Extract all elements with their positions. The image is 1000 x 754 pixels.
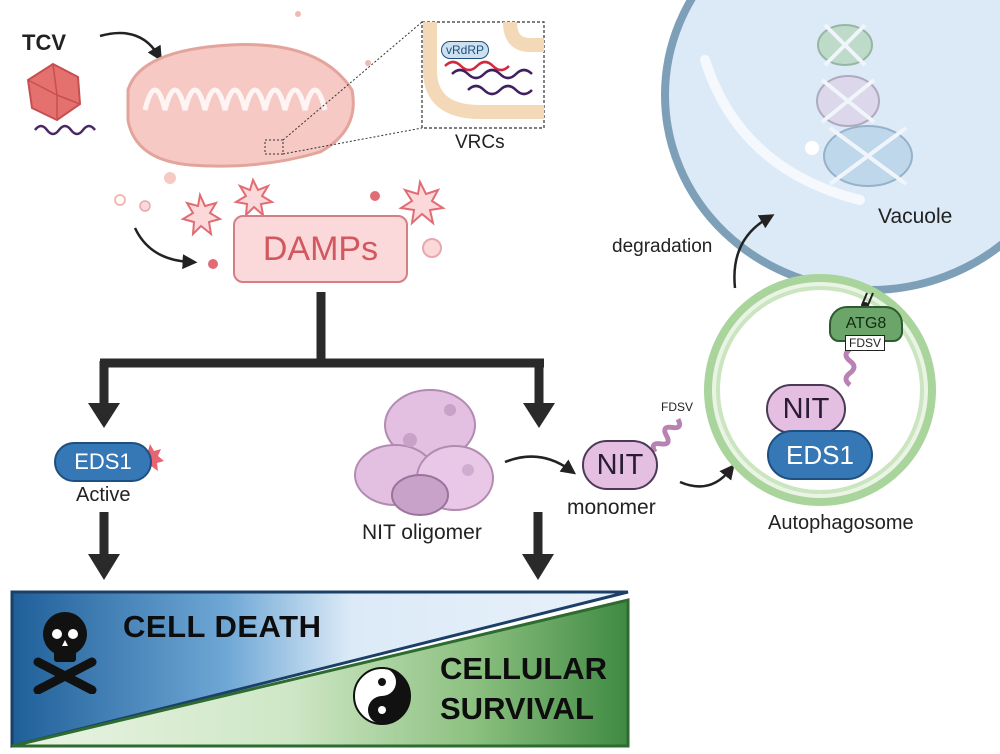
nit-oligomer-label: NIT oligomer <box>362 521 482 544</box>
damp-arrow <box>133 227 198 270</box>
cellular-survival-line1: CELLULAR <box>440 651 608 686</box>
tcv-arrow <box>99 31 162 62</box>
damp-particles <box>139 177 446 269</box>
mitochondrion-icon <box>114 11 371 206</box>
fdsv-bound-label: FDSV <box>845 335 886 351</box>
eds1-cargo-protein: EDS1 <box>767 430 873 480</box>
yin-yang-icon <box>353 667 411 725</box>
vacuole <box>661 0 1000 294</box>
cell-death-label: CELL DEATH <box>123 609 322 644</box>
tcv-virus-icon <box>26 62 96 136</box>
eds1-active-protein: EDS1 <box>54 442 152 482</box>
fdsv-tail <box>650 418 683 454</box>
cellular-survival-wedge <box>11 598 630 748</box>
damps-box: DAMPs <box>233 215 408 283</box>
vrdrp-label: vRdRP <box>441 41 490 59</box>
nit-monomer-protein: NIT <box>582 440 658 490</box>
autophagosome-label: Autophagosome <box>768 512 914 534</box>
degraded-proteins <box>816 23 913 187</box>
skull-crossbones-icon <box>33 612 97 694</box>
degradation-arrow <box>733 214 775 289</box>
active-label: Active <box>76 484 131 506</box>
vrcs-label: VRCs <box>455 132 505 153</box>
monomer-label: monomer <box>567 496 656 519</box>
cellular-survival-label: CELLULAR SURVIVAL <box>440 649 607 729</box>
monomerization-arrow <box>504 455 577 475</box>
nit-oligomer-icon <box>354 389 494 516</box>
vrc-inset <box>421 21 545 129</box>
fdsv-motif-label: FDSV <box>661 400 694 414</box>
cellular-survival-line2: SURVIVAL <box>440 691 594 726</box>
tcv-label: TCV <box>22 30 66 55</box>
nit-cargo-protein: NIT <box>766 384 846 434</box>
degradation-label: degradation <box>612 236 713 257</box>
pathway-arrows <box>88 292 555 580</box>
vacuole-label: Vacuole <box>878 205 953 228</box>
to-autophagosome-arrow <box>679 464 735 488</box>
cell-death-wedge <box>10 590 629 748</box>
